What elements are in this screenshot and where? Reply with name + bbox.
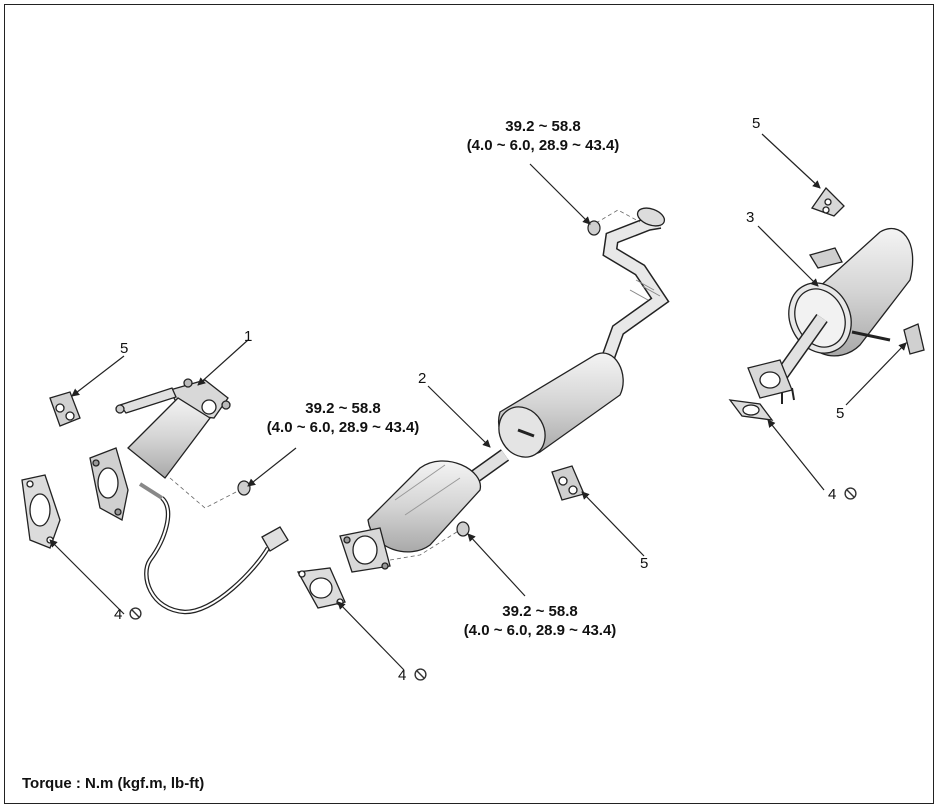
callout-number-4-right: 4: [828, 486, 837, 503]
callout-number-4-left: 4: [114, 606, 123, 623]
torque-value-nm: 39.2 ~ 58.8: [505, 118, 581, 135]
do-not-reuse-icon: [414, 668, 427, 681]
torque-spec-bottom: 39.2 ~ 58.8 (4.0 ~ 6.0, 28.9 ~ 43.4): [437, 602, 643, 640]
callout-number-5-right: 5: [836, 405, 845, 422]
gasket-middle: [296, 567, 346, 609]
dash-line: [169, 477, 241, 509]
torque-value-nm: 39.2 ~ 58.8: [502, 603, 578, 620]
do-not-reuse-icon: [844, 487, 857, 500]
torque-value-alt: (4.0 ~ 6.0, 28.9 ~ 43.4): [463, 622, 617, 639]
dash-line-top: [595, 209, 641, 224]
hanger-right: [903, 323, 925, 355]
center-pipe-part-2: [339, 207, 670, 573]
torque-value-nm: 39.2 ~ 58.8: [305, 400, 381, 417]
torque-value-alt: (4.0 ~ 6.0, 28.9 ~ 43.4): [466, 137, 620, 154]
callout-number-5-middle: 5: [640, 555, 649, 572]
do-not-reuse-icon: [129, 607, 142, 620]
diagram-frame: [4, 4, 934, 804]
callout-number-5-top-right: 5: [752, 115, 761, 132]
front-pipe-part-1: [89, 378, 289, 615]
callout-number-1: 1: [244, 328, 253, 345]
main-muffler-part-3: [747, 227, 914, 404]
leader-lines: [49, 133, 907, 671]
nuts: [237, 220, 601, 537]
callout-number-3: 3: [746, 209, 755, 226]
dash-line-bottom: [389, 529, 461, 561]
hanger-middle: [551, 465, 585, 501]
torque-spec-top: 39.2 ~ 58.8 (4.0 ~ 6.0, 28.9 ~ 43.4): [440, 117, 646, 155]
callout-number-2: 2: [418, 370, 427, 387]
hanger-left: [49, 391, 81, 427]
gasket-left: [21, 474, 61, 549]
callout-number-5-left: 5: [120, 340, 129, 357]
torque-unit-note: Torque : N.m (kgf.m, lb-ft): [22, 775, 205, 792]
torque-value-alt: (4.0 ~ 6.0, 28.9 ~ 43.4): [266, 419, 420, 436]
torque-spec-left: 39.2 ~ 58.8 (4.0 ~ 6.0, 28.9 ~ 43.4): [248, 399, 438, 437]
hanger-top-right: [810, 186, 845, 217]
callout-number-4-middle: 4: [398, 667, 407, 684]
gasket-right: [728, 399, 774, 421]
